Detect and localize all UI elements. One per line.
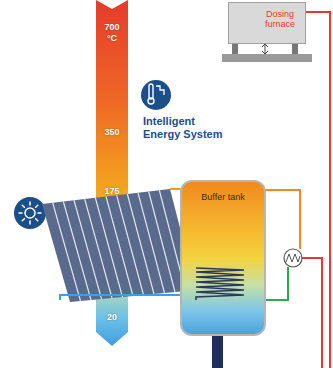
furnace-base (222, 44, 312, 62)
pipes (60, 12, 330, 368)
sun-icon (14, 197, 46, 229)
furnace-box: Dosing furnace (228, 2, 306, 44)
node-label: Dosing furnace (259, 9, 301, 30)
solar-panel (42, 189, 196, 302)
system-title: Intelligent Energy System (143, 115, 235, 141)
temperature-value: 700 °C (101, 22, 123, 44)
tank-outlet (212, 335, 223, 368)
heat-exchanger (284, 249, 302, 267)
temperature-value: 350 (98, 127, 126, 138)
thermometer-icon (141, 80, 171, 110)
node-label: Buffer tank (186, 192, 260, 202)
temperature-value: 20 (98, 312, 126, 323)
tank-coil (182, 182, 264, 334)
temperature-value: 175 (98, 186, 126, 197)
buffer-tank: Buffer tank (180, 180, 266, 336)
